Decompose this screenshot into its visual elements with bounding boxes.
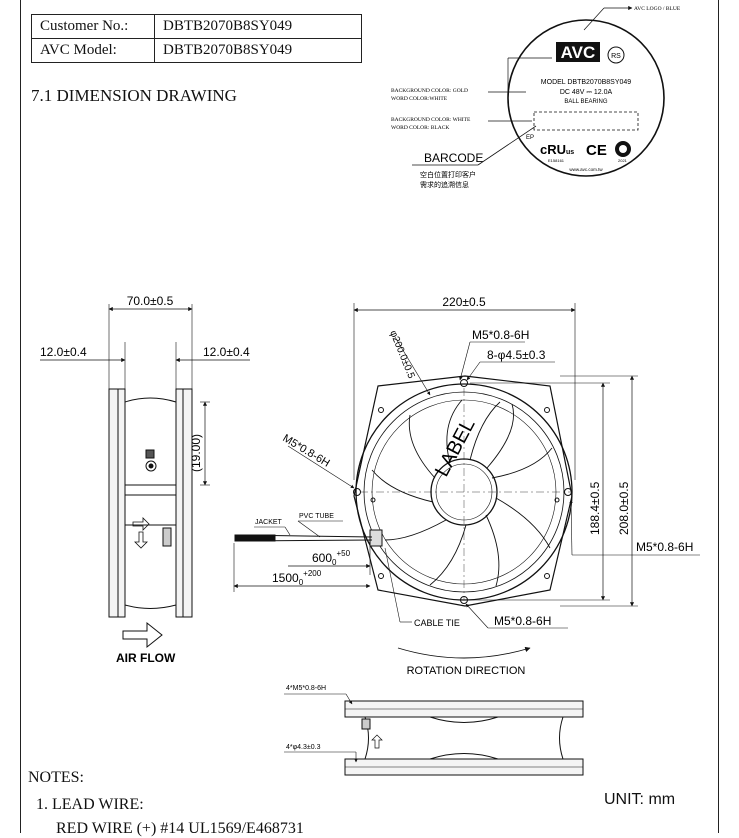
height-dim: 208.0±0.5 [617,481,631,535]
lead-600-dim: 6000+50 [312,549,351,567]
flange-right-dim: 12.0±0.4 [203,345,250,359]
thread-bottom-dim: M5*0.8-6H [494,614,551,628]
lead-1500-dim: 15000+200 [272,569,322,587]
header-table: Customer No.: DBTB2070B8SY049 AVC Model:… [31,14,362,63]
rs-mark: RS [611,53,621,60]
jacket-label: JACKET [255,519,283,526]
width-dim: 220±0.5 [442,295,486,309]
bottom-holes-dim: 4*φ4.3±0.3 [286,744,321,751]
unit-label: UNIT: mm [604,791,676,808]
section-title: 7.1 DIMENSION DRAWING [31,86,237,105]
hub-dim: (19.00) [189,434,203,472]
bottom-thread-dim: 4*M5*0.8-6H [286,685,326,692]
thread-left-dim: M5*0.8-6H [280,432,331,469]
hub-label: LABEL [431,415,480,480]
avc-logo-box [556,42,600,62]
avc-logo: AVC [561,43,596,62]
date-code: 2021 [618,158,628,163]
ce-mark: CE [586,142,607,159]
cert-number: E158161 [548,158,565,163]
notes-title: NOTES: [28,769,84,786]
diameter-dim: φ200.0±0.5 [387,329,416,381]
thread-top-dim: M5*0.8-6H [472,328,529,342]
depth-dim: 70.0±0.5 [127,294,174,308]
hole-span-dim: 188.4±0.5 [588,481,602,535]
side-view [40,304,250,649]
ul-mark: cRUus [540,142,574,157]
front-view [233,303,700,659]
barcode-note-1: 空白位置打印客户 [420,170,476,179]
label-website: www.avc.com.tw [569,167,603,172]
word-white-note: WORD COLOR:WHITE [391,96,448,102]
air-flow-label: AIR FLOW [116,651,176,665]
barcode-label: BARCODE [424,151,483,165]
thread-right-dim: M5*0.8-6H [636,540,693,554]
model-value: DBTB2070B8SY049 [154,38,362,63]
model-row: AVC Model: DBTB2070B8SY049 [31,38,362,63]
customer-value: DBTB2070B8SY049 [154,14,362,39]
logo-note: AVC LOGO / BLUE [634,6,681,12]
label-model: MODEL DBTB2070B8SY049 [541,79,632,86]
product-label: AVC LOGO / BLUE AVC RS MODEL DBTB2070B8S… [391,5,681,189]
label-rating: DC 48V ⎓ 12.0A [560,89,613,96]
customer-row: Customer No.: DBTB2070B8SY049 [31,14,362,39]
page-frame [20,0,719,833]
ep-mark: EP [526,135,534,141]
flange-left-dim: 12.0±0.4 [40,345,87,359]
cable-tie-label: CABLE TIE [414,618,460,628]
bg-white-note: BACKGROUND COLOR: WHITE [391,117,471,123]
rotation-label: ROTATION DIRECTION [407,665,526,677]
lead-wire-note: 1. LEAD WIRE: [36,796,144,813]
barcode-area [533,111,639,131]
red-wire-note: RED WIRE (+) #14 UL1569/E468731 [56,820,304,837]
customer-label: Customer No.: [31,14,155,39]
word-black-note: WORD COLOR: BLACK [391,125,449,131]
holes-dim: 8-φ4.5±0.3 [487,348,546,362]
model-label: AVC Model: [31,38,155,63]
bg-gold-note: BACKGROUND COLOR: GOLD [391,88,468,94]
label-bearing: BALL BEARING [564,99,607,105]
pvc-tube-label: PVC TUBE [299,513,334,520]
label-outline [507,19,665,177]
bottom-view [284,693,584,776]
barcode-note-2: 需求的追溯信息 [420,180,469,189]
